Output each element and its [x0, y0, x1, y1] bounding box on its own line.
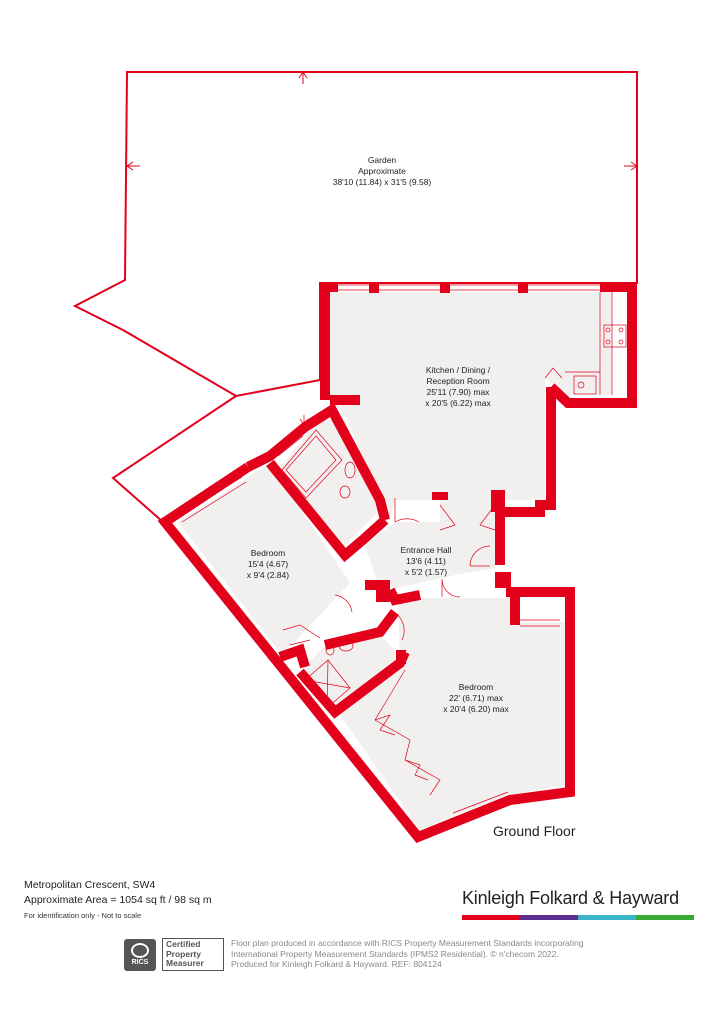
bedroom-left-dim-2: x 9'4 (2.84) — [247, 570, 289, 580]
wall-block-6 — [495, 572, 511, 588]
hall-dim-2: x 5'2 (1.57) — [405, 567, 447, 577]
rics-logo: RICS Certified Property Measurer — [124, 938, 224, 971]
windows — [177, 284, 600, 819]
cert-line-1: Certified — [166, 939, 201, 949]
rics-emblem-icon — [131, 943, 149, 958]
brand-color-bars — [462, 915, 694, 920]
bath-fixtures — [281, 415, 356, 499]
hall-label: Entrance Hall — [400, 545, 451, 555]
wall-block-3 — [518, 283, 528, 293]
floor-plan: Garden Approximate 38'10 (11.84) x 31'5 … — [72, 71, 638, 844]
disclaimer-line-2: International Property Measurement Stand… — [231, 948, 559, 959]
scale-note: For identification only - Not to scale — [24, 911, 142, 920]
garden-label-approx: Approximate — [358, 166, 406, 176]
property-info: Metropolitan Crescent, SW4 Approximate A… — [24, 878, 344, 920]
rics-badge: RICS — [124, 939, 156, 971]
kitchen-dim-1: 25'11 (7.90) max — [427, 387, 491, 397]
kitchen-label-2: Reception Room — [426, 376, 489, 386]
door-swings — [334, 498, 496, 641]
disclaimer: Floor plan produced in accordance with R… — [231, 938, 631, 970]
wall-block-2 — [440, 283, 450, 293]
wardrobes — [282, 619, 560, 796]
bedroom-main-label: Bedroom — [459, 682, 494, 692]
garden-arrow-left — [126, 161, 140, 171]
wall-block-4 — [491, 490, 505, 512]
kitchen-units — [544, 292, 627, 395]
disclaimer-line-3: Produced for Kinleigh Folkard & Hayward.… — [231, 959, 442, 969]
garden-arrow-right — [624, 161, 638, 171]
bedroom-left-label: Bedroom — [251, 548, 286, 558]
wall-block-1 — [369, 283, 379, 293]
floor-label: Ground Floor — [493, 823, 576, 839]
brand-bar-green — [636, 915, 694, 920]
brand-bar-teal — [578, 915, 636, 920]
kitchen-label: Kitchen / Dining / — [426, 365, 491, 375]
agency-name: Kinleigh Folkard & Hayward — [462, 888, 679, 908]
agency-brand: Kinleigh Folkard & Hayward — [462, 888, 694, 920]
garden-label: Garden — [368, 155, 397, 165]
brand-bar-purple — [520, 915, 578, 920]
hall-dim-1: 13'6 (4.11) — [406, 556, 446, 566]
approx-area: Approximate Area = 1054 sq ft / 98 sq m — [24, 894, 212, 906]
cert-line-2: Property — [166, 948, 201, 959]
bedroom-main-dim-2: x 20'4 (6.20) max — [443, 704, 509, 714]
address: Metropolitan Crescent, SW4 — [24, 879, 156, 891]
garden-lower-boundary — [111, 395, 237, 523]
bedroom-main-floor — [340, 598, 565, 830]
certified-measurer-box: Certified Property Measurer — [162, 938, 224, 971]
cert-line-3: Measurer — [166, 958, 204, 968]
disclaimer-line-1: Floor plan produced in accordance with R… — [231, 938, 584, 948]
ensuite-fixtures — [304, 640, 354, 709]
garden-dimensions: 38'10 (11.84) x 31'5 (9.58) — [333, 177, 432, 187]
bedroom-main-dim-1: 22' (6.71) max — [449, 693, 504, 703]
bedroom-left-floor — [178, 463, 350, 655]
hall-floor — [365, 505, 495, 592]
garden-outline — [72, 71, 638, 398]
wall-block-7 — [376, 588, 390, 602]
ensuite-floor — [300, 630, 395, 705]
garden-arrow-top — [298, 71, 308, 84]
bedroom-left-dim-1: 15'4 (4.67) — [248, 559, 289, 569]
wall-block-5 — [432, 492, 448, 500]
exterior-walls — [157, 282, 637, 844]
kitchen-dim-2: x 20'5 (6.22) max — [425, 398, 491, 408]
brand-bar-red — [462, 915, 520, 920]
rics-logo-text: RICS — [131, 959, 149, 966]
wall-block-8 — [396, 650, 406, 664]
kitchen-floor — [330, 292, 612, 520]
